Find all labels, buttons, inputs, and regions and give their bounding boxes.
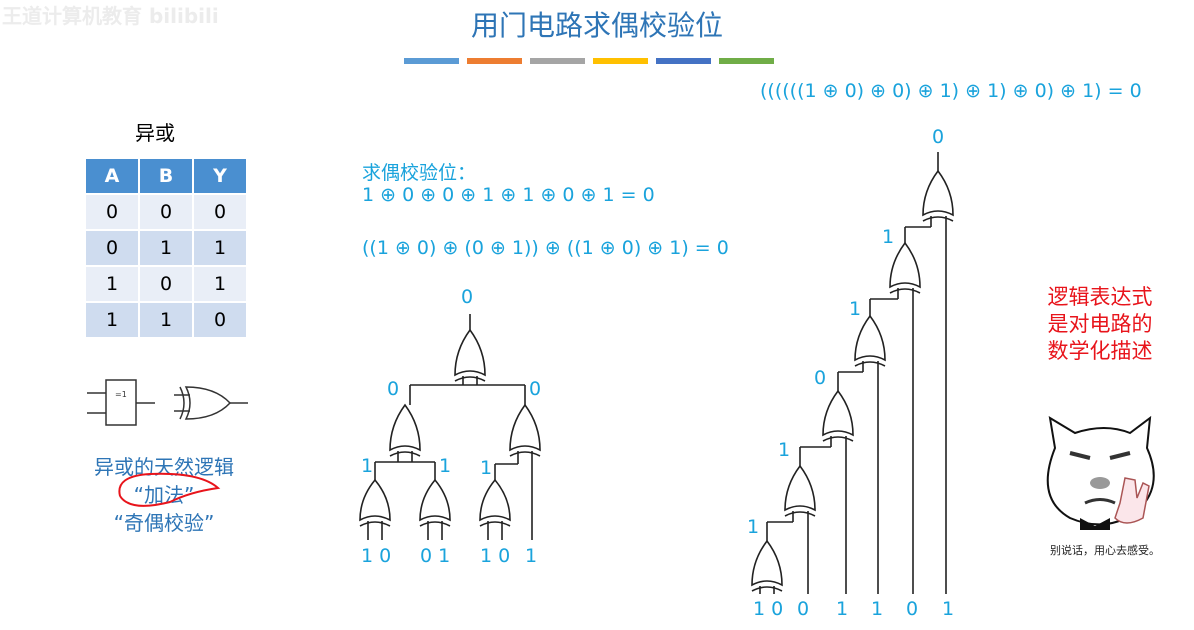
xor-gate-icon bbox=[784, 464, 816, 512]
tree-output-label: 0 bbox=[461, 286, 474, 308]
tree-input-label: 0 1 bbox=[420, 545, 451, 567]
tree-leaf-label: 1 bbox=[439, 455, 452, 477]
xor-gate-icon bbox=[922, 169, 954, 217]
xor-gate-arc bbox=[889, 288, 921, 294]
parity-expression-2: ((1 ⊕ 0) ⊕ (0 ⊕ 1)) ⊕ ((1 ⊕ 0) ⊕ 1) = 0 bbox=[362, 237, 729, 259]
xor-gate-arc bbox=[359, 521, 391, 527]
xor-gate-arc bbox=[419, 521, 451, 527]
xor-gate-icon bbox=[454, 328, 486, 377]
gate-symbol-label: =1 bbox=[115, 390, 127, 399]
chain-input-label: 0 bbox=[797, 598, 810, 620]
xor-gate-arc bbox=[509, 451, 541, 457]
parity-heading: 求偶校验位： bbox=[362, 162, 477, 184]
color-bar bbox=[530, 58, 585, 64]
header-y: Y bbox=[192, 157, 248, 195]
xor-gate-icon bbox=[419, 478, 451, 522]
meme-caption: 别说话，用心去感受。 bbox=[1050, 544, 1160, 557]
chain-mid-label: 1 bbox=[778, 439, 791, 461]
xor-gate-arc bbox=[784, 511, 816, 517]
xor-gate-arc bbox=[854, 361, 886, 367]
xor-gate-arc bbox=[922, 216, 954, 222]
xor-gate-symbols: =1 bbox=[87, 379, 248, 426]
tree-input-label: 1 bbox=[525, 545, 538, 567]
color-bar bbox=[719, 58, 774, 64]
iec-xor-gate-icon bbox=[87, 379, 155, 426]
xor-gate-icon bbox=[751, 539, 783, 587]
chain-output-label: 0 bbox=[932, 126, 945, 148]
chain-input-label: 1 bbox=[871, 598, 884, 620]
chain-mid-label: 1 bbox=[849, 298, 862, 320]
xor-gate-arc bbox=[389, 451, 421, 457]
tree-mid-label: 0 bbox=[387, 378, 400, 400]
chain-input-label: 0 bbox=[906, 598, 919, 620]
ansi-xor-gate-icon bbox=[174, 386, 248, 420]
meme-sticker: 别说话，用心去感受。 bbox=[1025, 408, 1185, 563]
chain-mid-label: 1 bbox=[747, 516, 760, 538]
parity-expression-1: 1 ⊕ 0 ⊕ 0 ⊕ 1 ⊕ 1 ⊕ 0 ⊕ 1 = 0 bbox=[362, 184, 655, 206]
xor-gate-arc bbox=[479, 521, 511, 527]
xor-gate-icon bbox=[509, 403, 541, 452]
color-bar bbox=[467, 58, 522, 64]
chain-expression: ((((((1 ⊕ 0) ⊕ 0) ⊕ 1) ⊕ 1) ⊕ 0) ⊕ 1) = … bbox=[760, 80, 1142, 102]
color-bar bbox=[593, 58, 648, 64]
tree-input-label: 1 0 bbox=[361, 545, 392, 567]
header-b: B bbox=[138, 157, 194, 195]
xor-gate-icon bbox=[889, 241, 921, 289]
xor-gate-icon bbox=[359, 478, 391, 522]
red-circle-annotation bbox=[118, 472, 221, 507]
tree-leaf-label: 1 bbox=[361, 455, 374, 477]
xor-gate-icon bbox=[854, 314, 886, 362]
tree-leaf-label: 1 bbox=[480, 457, 493, 479]
note-line-1: 异或的天然逻辑 bbox=[94, 455, 234, 479]
note-line-3: “奇偶校验” bbox=[113, 511, 215, 535]
xor-gate-icon bbox=[822, 389, 854, 437]
xor-gate-icon bbox=[389, 403, 421, 452]
watermark: 王道计算机教育 bilibili bbox=[2, 4, 219, 28]
tree-mid-label: 0 bbox=[529, 378, 542, 400]
color-bars bbox=[404, 58, 774, 64]
chain-mid-label: 0 bbox=[814, 367, 827, 389]
chain-input-label: 1 bbox=[836, 598, 849, 620]
red-note: 逻辑表达式是对电路的数学化描述 bbox=[1047, 285, 1153, 363]
cat-face-icon bbox=[1046, 415, 1155, 530]
xor-heading: 异或 bbox=[135, 121, 175, 145]
chain-input-label: 1 bbox=[942, 598, 955, 620]
chain-mid-label: 1 bbox=[882, 226, 895, 248]
xor-gate-arc bbox=[454, 376, 486, 382]
chain-input-label: 1 0 bbox=[753, 598, 784, 620]
tree-input-label: 1 0 bbox=[480, 545, 511, 567]
color-bar bbox=[656, 58, 711, 64]
xor-gate-icon bbox=[479, 478, 511, 522]
color-bar bbox=[404, 58, 459, 64]
header-a: A bbox=[84, 157, 140, 195]
xor-gate-arc bbox=[822, 436, 854, 442]
xor-gate-arc bbox=[751, 586, 783, 592]
page-title: 用门电路求偶校验位 bbox=[470, 9, 723, 42]
